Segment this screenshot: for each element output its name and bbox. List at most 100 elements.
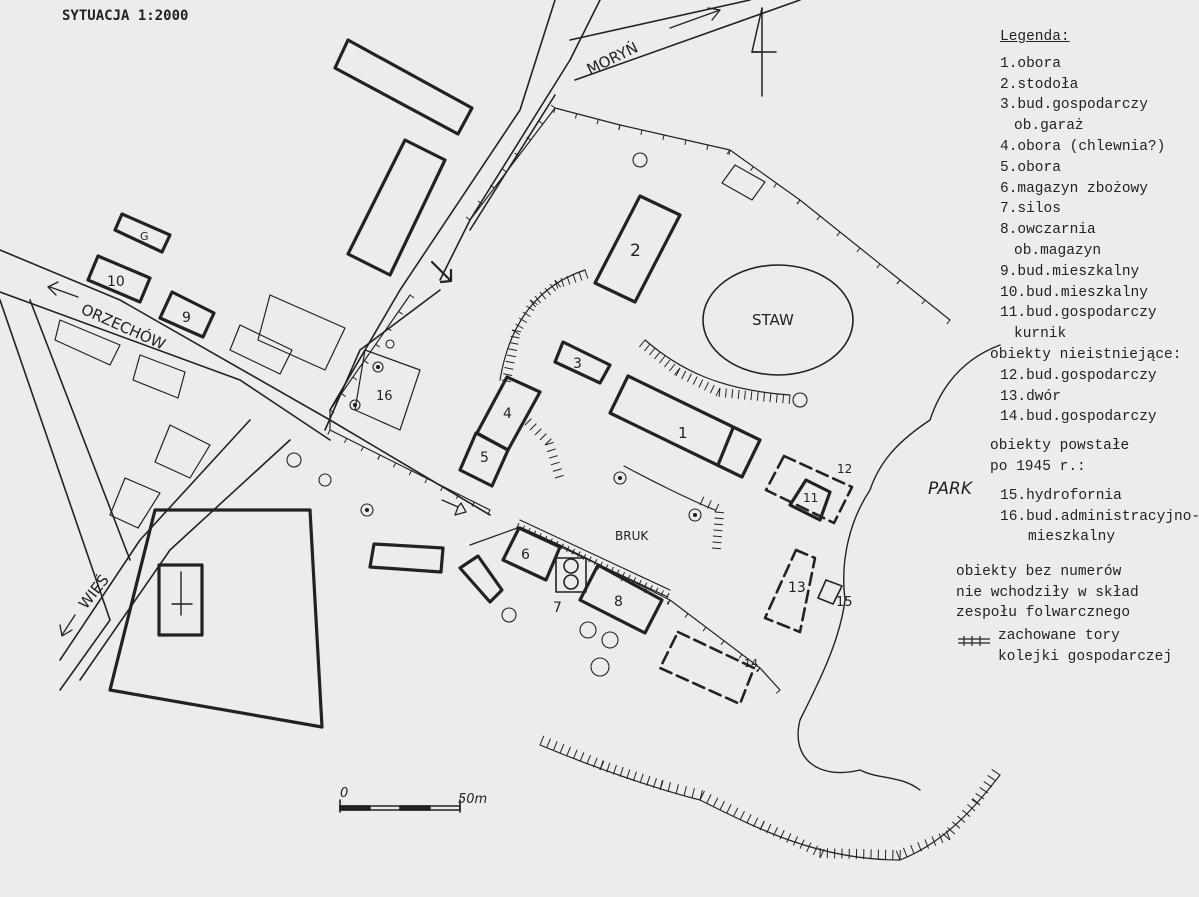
- hachure-tick: [799, 839, 805, 849]
- hachure-tick: [643, 588, 648, 594]
- hachure-tick: [772, 826, 779, 837]
- hachure-tick: [812, 845, 819, 856]
- hachure-tick: [539, 433, 547, 441]
- hachure-tick: [683, 786, 687, 797]
- hachure-tick: [692, 376, 698, 385]
- legend-tracks: zachowane tory kolejki gospodarczej: [998, 626, 1172, 667]
- building-number: 2: [630, 241, 641, 261]
- hachure-tick: [666, 592, 670, 599]
- hachure-tick: [515, 323, 524, 330]
- hachure-tick: [675, 784, 679, 795]
- hachure-tick: [792, 836, 799, 846]
- hachure-tick: [714, 517, 724, 520]
- hachure-tick: [652, 778, 657, 788]
- hachure-tick: [662, 134, 665, 140]
- building-number: 1: [678, 424, 688, 442]
- hachure-tick: [917, 841, 922, 852]
- hachure-tick: [755, 667, 761, 672]
- hachure-tick: [538, 120, 544, 125]
- legend-item: 8.owczarnia: [1000, 222, 1096, 239]
- hachure-tick: [719, 800, 725, 811]
- hachure-tick: [503, 373, 513, 377]
- hachure-tick: [750, 391, 753, 401]
- silos: [555, 557, 587, 593]
- hachure-tick: [534, 428, 542, 436]
- hachure-tick: [548, 455, 558, 459]
- hachure-tick: [819, 848, 825, 859]
- hachure-tick: [653, 351, 661, 360]
- hachure-tick: [921, 299, 926, 305]
- hachure-tick: [796, 199, 801, 205]
- hachure-tick: [649, 585, 653, 591]
- hachure-tick: [579, 752, 585, 762]
- hachure-tick: [544, 441, 554, 446]
- hachure-tick: [639, 773, 644, 784]
- building-number: 16: [376, 389, 393, 404]
- hachure-tick: [596, 119, 599, 125]
- hachure-tick: [552, 741, 558, 751]
- building-outline: [346, 138, 447, 277]
- hachure-tick: [409, 294, 415, 299]
- hachure-tick: [584, 269, 589, 279]
- hachure-tick: [360, 446, 364, 452]
- hachure-tick: [549, 283, 557, 292]
- hachure-tick: [750, 166, 754, 172]
- hachure-tick: [746, 814, 752, 824]
- hachure-tick: [775, 393, 778, 403]
- hachure-tick: [668, 363, 676, 372]
- hachure-tick: [910, 844, 915, 855]
- hachure-tick: [632, 771, 637, 782]
- hachure-tick: [737, 389, 740, 399]
- hachure-tick: [699, 496, 705, 506]
- hachure-tick: [529, 299, 538, 306]
- hachure-tick: [559, 743, 565, 754]
- hachure-tick: [718, 387, 721, 398]
- hachure-tick: [534, 295, 542, 304]
- legend-item: 12.bud.gospodarczy: [1000, 367, 1157, 384]
- hachure-tick: [560, 277, 565, 287]
- hachure-tick: [987, 775, 997, 782]
- hachure-tick: [945, 830, 951, 841]
- hachure-tick: [856, 247, 861, 253]
- hachure-tick: [329, 409, 335, 414]
- hachure-tick: [711, 547, 722, 550]
- building-outline: [608, 374, 762, 479]
- scale-bar: [339, 799, 461, 813]
- legend-item: 2.stodoła: [1000, 76, 1079, 93]
- hachure-tick: [698, 379, 704, 388]
- legend-section-heading: obiekty powstałe: [990, 438, 1130, 455]
- hachure-tick: [627, 574, 631, 581]
- legend-item: 9.bud.mieszkalny: [1000, 263, 1140, 280]
- hachure-tick: [544, 438, 552, 446]
- hachure-tick: [539, 735, 545, 746]
- hachure-tick: [971, 799, 981, 806]
- hachure-tick: [739, 810, 745, 821]
- building-number: 14: [744, 657, 758, 670]
- hachure-tick: [720, 640, 725, 646]
- hachure-tick: [510, 335, 520, 339]
- hachure-tick: [619, 767, 624, 777]
- hachure-tick: [643, 343, 651, 352]
- hachure-tick: [554, 474, 564, 479]
- building-outline: [458, 431, 510, 488]
- legend-tracks-line: kolejki gospodarczej: [998, 648, 1173, 665]
- hachure-tick: [532, 530, 537, 537]
- hachure-tick: [529, 299, 537, 308]
- building-outline: [501, 526, 562, 582]
- entrance-arrow: [430, 260, 453, 284]
- hachure-tick: [684, 613, 689, 618]
- hachure-tick: [546, 448, 556, 453]
- hachure-tick: [726, 804, 732, 814]
- hachure-tick: [979, 787, 989, 794]
- hachure-tick: [544, 287, 552, 296]
- hachure-tick: [514, 152, 519, 157]
- hachure-tick: [521, 525, 526, 532]
- hachure-tick: [572, 273, 577, 283]
- hachure-tick: [663, 359, 671, 368]
- hachure-tick: [553, 107, 556, 113]
- road-label-moryn: MORYŃ: [583, 38, 640, 79]
- legend-note: obiekty bez numerów nie wchodziły w skła…: [956, 562, 1139, 624]
- hachure-tick: [706, 794, 712, 804]
- hachure-tick: [938, 833, 944, 844]
